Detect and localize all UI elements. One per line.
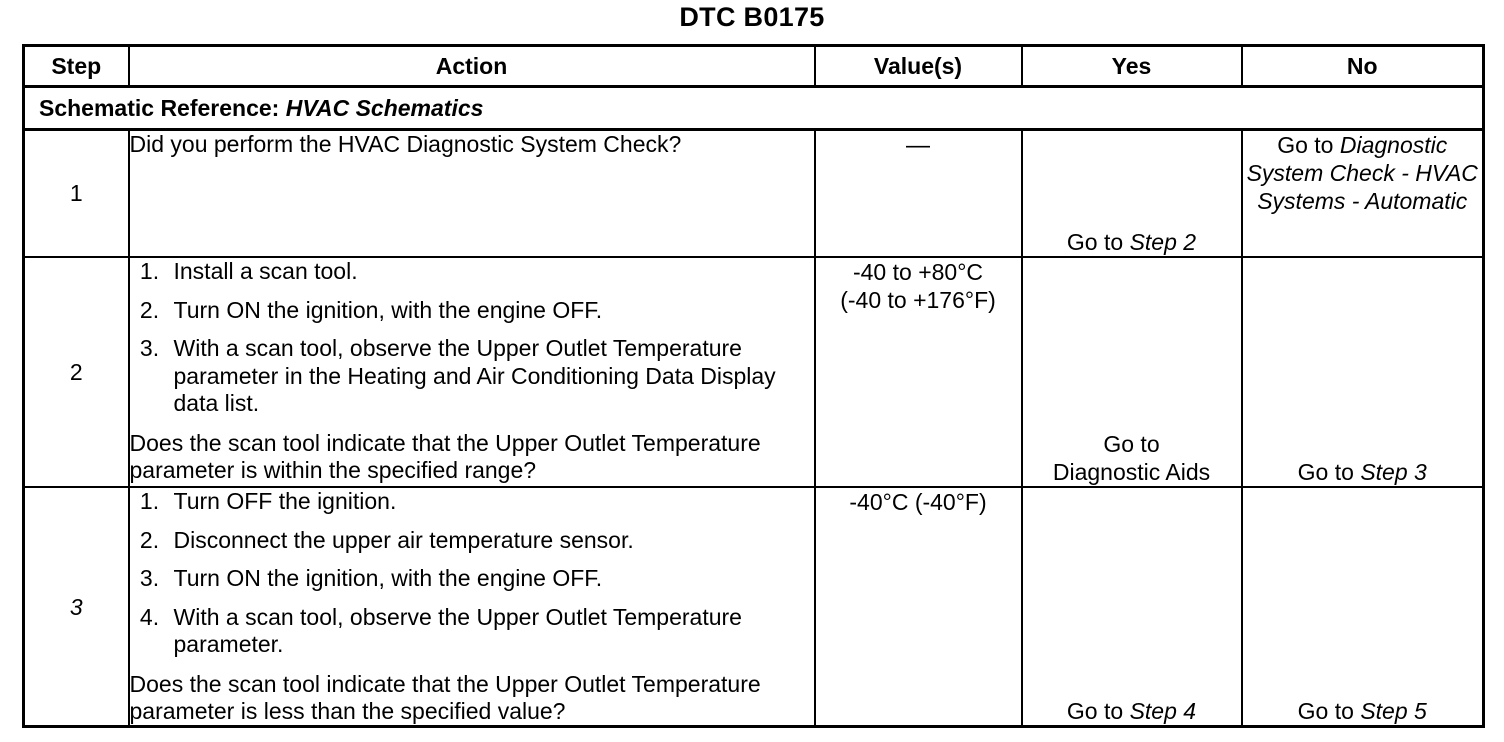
- yes-target: Step 2: [1129, 228, 1197, 255]
- yes-prefix: Go to: [1066, 228, 1130, 255]
- table-header-row: Step Action Value(s) Yes No: [22, 44, 1485, 88]
- list-item: Install a scan tool.: [166, 258, 814, 286]
- list-item: With a scan tool, observe the Upper Outl…: [166, 335, 814, 418]
- schematic-reference-value: HVAC Schematics: [285, 94, 484, 121]
- list-item: Turn ON the ignition, with the engine OF…: [166, 297, 814, 325]
- value-text: -40°C (-40°F): [849, 489, 987, 515]
- list-item: With a scan tool, observe the Upper Outl…: [166, 604, 814, 659]
- step-yes-cell: Go to Step 2: [1020, 128, 1243, 258]
- column-header-value: Value(s): [813, 44, 1023, 88]
- schematic-reference-label: Schematic Reference:: [39, 94, 280, 121]
- step-number: 3: [22, 486, 130, 728]
- step-action-cell: Did you perform the HVAC Diagnostic Syst…: [127, 128, 816, 258]
- step-value-cell: -40 to +80°C (-40 to +176°F): [813, 256, 1023, 488]
- yes-prefix: Go to: [1066, 698, 1130, 725]
- step-value-cell: -40°C (-40°F): [813, 486, 1023, 728]
- step-value-cell: —: [813, 128, 1023, 258]
- step-number: 1: [22, 128, 130, 258]
- yes-prefix: Go to: [1103, 430, 1160, 457]
- list-item: Disconnect the upper air temperature sen…: [166, 527, 814, 555]
- no-prefix: Go to: [1297, 458, 1361, 485]
- step-no-cell: Go to Diagnostic System Check - HVAC Sys…: [1240, 128, 1485, 258]
- no-target: Step 3: [1360, 458, 1427, 485]
- list-item: Turn ON the ignition, with the engine OF…: [166, 565, 814, 593]
- value-text: —: [906, 132, 930, 159]
- table-row: 1 Did you perform the HVAC Diagnostic Sy…: [22, 128, 1485, 258]
- step-no-cell: Go to Step 5: [1240, 486, 1485, 728]
- table-row: 2 Install a scan tool. Turn ON the ignit…: [22, 256, 1485, 488]
- table-row: 3 Turn OFF the ignition. Disconnect the …: [22, 486, 1485, 728]
- step-instruction-list: Install a scan tool. Turn ON the ignitio…: [132, 258, 814, 418]
- step-number: 2: [22, 256, 130, 488]
- page-title: DTC B0175: [679, 2, 825, 32]
- yes-target: Step 4: [1129, 698, 1197, 725]
- list-item: Turn OFF the ignition.: [166, 488, 814, 516]
- no-prefix: Go to: [1277, 132, 1340, 158]
- column-header-yes: Yes: [1020, 44, 1243, 88]
- no-prefix: Go to: [1297, 698, 1361, 725]
- no-target: Step 5: [1360, 698, 1427, 725]
- step-action-cell: Install a scan tool. Turn ON the ignitio…: [127, 256, 816, 488]
- no-target: Diagnostic System Check - HVAC Systems -…: [1246, 132, 1478, 215]
- schematic-reference-row: Schematic Reference: HVAC Schematics: [22, 85, 1485, 131]
- step-no-cell: Go to Step 3: [1240, 256, 1485, 488]
- step-instruction-list: Turn OFF the ignition. Disconnect the up…: [132, 488, 814, 659]
- value-text-line2: (-40 to +176°F): [840, 287, 996, 314]
- step-question: Did you perform the HVAC Diagnostic Syst…: [129, 131, 682, 157]
- step-question: Does the scan tool indicate that the Upp…: [129, 670, 761, 725]
- diagnostic-table: Step Action Value(s) Yes No Schematic Re…: [22, 44, 1485, 729]
- column-header-no: No: [1240, 44, 1485, 88]
- schematic-reference-cell: Schematic Reference: HVAC Schematics: [22, 85, 1485, 131]
- yes-target: Diagnostic Aids: [1052, 458, 1211, 485]
- column-header-action: Action: [127, 44, 816, 88]
- column-header-step: Step: [22, 44, 130, 88]
- step-question: Does the scan tool indicate that the Upp…: [129, 429, 761, 484]
- step-yes-cell: Go to Step 4: [1020, 486, 1243, 728]
- value-text-line1: -40 to +80°C: [852, 259, 984, 285]
- step-action-cell: Turn OFF the ignition. Disconnect the up…: [127, 486, 816, 728]
- step-yes-cell: Go to Diagnostic Aids: [1020, 256, 1243, 488]
